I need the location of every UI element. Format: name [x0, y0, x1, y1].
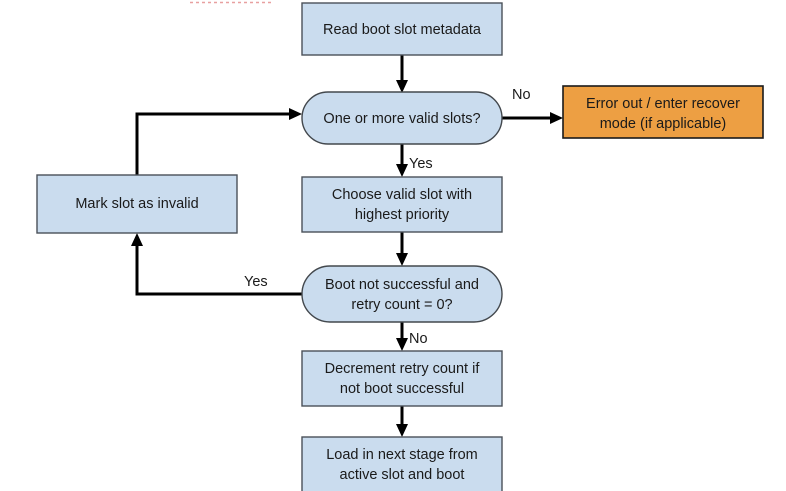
node-load-next-stage-active-slot[interactable]: Load in next stage from active slot and … [301, 436, 503, 491]
node-label-decrement-line1: Decrement retry count if [325, 361, 481, 377]
edge-read-to-valid-slots [396, 55, 408, 93]
edge-mark-invalid-to-valid-slots [135, 108, 302, 175]
node-label-error-out-line1: Error out / enter recover [586, 96, 740, 112]
edge-label-no-retry: No [409, 331, 428, 347]
edge-boot-check-yes-to-mark-invalid [131, 233, 302, 296]
node-label-choose-valid-slot-line1: Choose valid slot with [332, 187, 472, 203]
node-one-or-more-valid-slots[interactable]: One or more valid slots? [301, 91, 503, 145]
node-label-decrement-line2: not boot successful [340, 381, 464, 397]
edge-label-yes-retry: Yes [244, 274, 268, 290]
node-label-mark-slot-as-invalid: Mark slot as invalid [75, 196, 198, 212]
edge-valid-slots-no-to-error [502, 112, 563, 124]
node-choose-valid-slot-highest-priority[interactable]: Choose valid slot with highest priority [301, 176, 503, 233]
node-label-error-out-line2: mode (if applicable) [600, 116, 727, 132]
node-label-load-next-stage-line2: active slot and boot [340, 467, 465, 483]
node-label-choose-valid-slot-line2: highest priority [355, 207, 450, 223]
node-error-out-enter-recover-mode[interactable]: Error out / enter recover mode (if appli… [562, 85, 764, 139]
node-decrement-retry-count[interactable]: Decrement retry count if not boot succes… [301, 350, 503, 407]
node-read-boot-slot-metadata[interactable]: Read boot slot metadata [301, 2, 503, 56]
node-mark-slot-as-invalid[interactable]: Mark slot as invalid [36, 174, 238, 234]
node-label-boot-check-line1: Boot not successful and [325, 277, 479, 293]
edge-label-yes-valid-slots: Yes [409, 156, 433, 172]
edge-boot-check-no-to-decrement [396, 322, 408, 351]
node-label-read-boot-slot-metadata: Read boot slot metadata [323, 22, 482, 38]
edge-choose-to-boot-check [396, 232, 408, 266]
node-label-one-or-more-valid-slots: One or more valid slots? [323, 111, 480, 127]
node-label-boot-check-line2: retry count = 0? [351, 297, 452, 313]
node-boot-not-successful-retry-count-zero[interactable]: Boot not successful and retry count = 0? [301, 265, 503, 323]
edge-valid-slots-yes-to-choose [396, 144, 408, 177]
node-label-load-next-stage-line1: Load in next stage from [326, 447, 478, 463]
edge-decrement-to-load [396, 406, 408, 437]
edge-label-no-valid-slots: No [512, 87, 531, 103]
